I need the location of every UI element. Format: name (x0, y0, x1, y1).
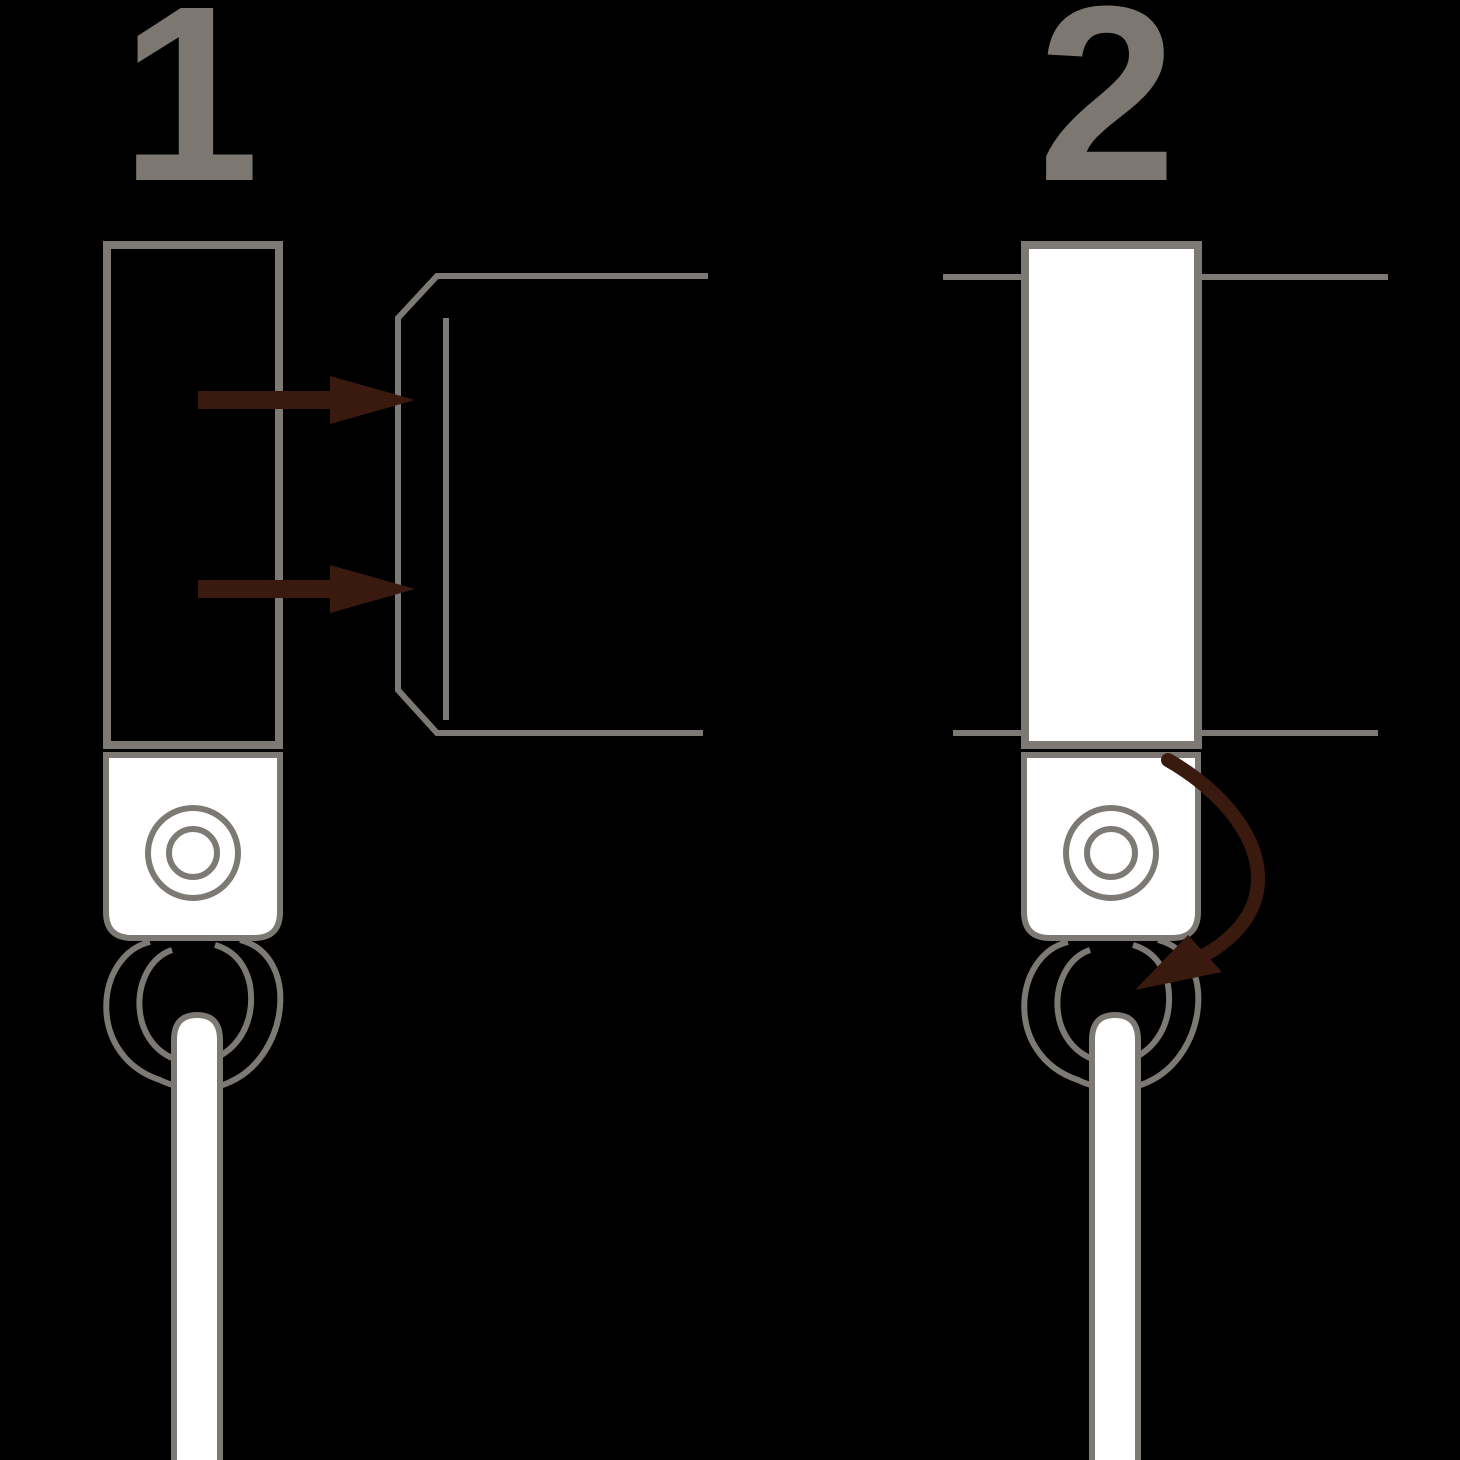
step-2-strap-tab-inserted (1021, 241, 1202, 749)
step-1-strap-clip (103, 752, 283, 941)
curved-arrow-icon (1135, 753, 1266, 990)
step-1-device-slot (395, 273, 708, 736)
step-2-rivet-icon (1063, 805, 1159, 901)
step-2-number: 2 (1037, 0, 1176, 233)
step-1-rivet-icon (145, 805, 241, 901)
arrow-right-icon (198, 565, 415, 613)
step-1-strap-tab (103, 241, 283, 749)
step-2-strap-cord (1089, 1011, 1141, 1460)
step-2-strap-clip (1021, 752, 1201, 941)
arrow-right-icon (198, 376, 415, 424)
step-1-strap-cord (171, 1011, 223, 1460)
step-1-panel: 1 (103, 0, 708, 1460)
step-2-panel: 2 (943, 0, 1388, 1460)
step-1-number: 1 (120, 0, 259, 233)
